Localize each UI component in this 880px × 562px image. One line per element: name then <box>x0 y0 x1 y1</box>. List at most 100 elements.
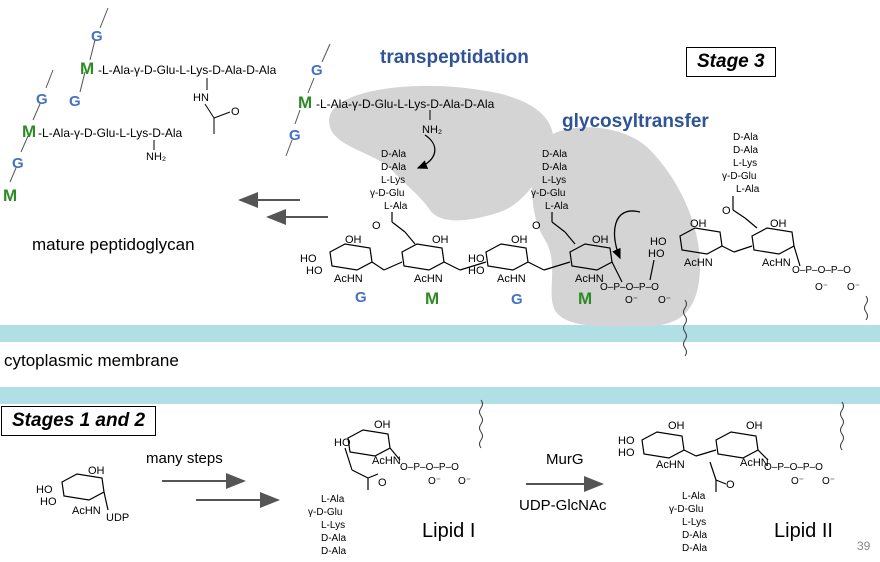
lipid-anchor-2 <box>864 295 868 321</box>
svg-text:O⁻: O⁻ <box>428 476 441 487</box>
svg-text:AcHN: AcHN <box>334 273 363 285</box>
svg-text:O–P–O–P–O: O–P–O–P–O <box>600 282 659 293</box>
svg-text:L-Ala: L-Ala <box>682 491 706 502</box>
svg-text:OH: OH <box>88 465 105 477</box>
svg-text:HO: HO <box>334 437 351 449</box>
transpeptidation-label: transpeptidation <box>380 47 529 68</box>
crosslink-left-peptide: -L-Ala-γ-D-Glu-L-Lys-D-Ala <box>38 126 183 140</box>
lipid-i-peptide: L-Ala γ-D-Glu L-Lys D-Ala D-Ala <box>308 494 346 557</box>
svg-text:γ-D-Glu: γ-D-Glu <box>308 507 342 518</box>
svg-text:γ-D-Glu: γ-D-Glu <box>669 504 703 515</box>
svg-text:γ-D-Glu: γ-D-Glu <box>370 188 404 199</box>
svg-text:O: O <box>726 479 735 491</box>
pentapeptide-stack-1: D-Ala D-Ala L-Lys γ-D-Glu L-Ala <box>370 149 408 212</box>
chain-M-2: M <box>578 289 592 308</box>
lipid-ii-anchor <box>840 401 844 451</box>
svg-text:D-Ala: D-Ala <box>321 546 346 557</box>
svg-text:HO: HO <box>306 265 323 277</box>
svg-text:HO: HO <box>650 236 667 248</box>
svg-text:HO: HO <box>618 447 635 459</box>
svg-text:γ-D-Glu: γ-D-Glu <box>722 171 756 182</box>
strand3-G-top: G <box>311 62 323 79</box>
svg-text:OH: OH <box>690 218 707 230</box>
pentapeptide-stack-2: D-Ala D-Ala L-Lys γ-D-Glu L-Ala <box>531 149 569 212</box>
glycan-chain-rings <box>329 196 801 283</box>
lipid-anchor-1 <box>683 299 687 357</box>
svg-text:AcHN: AcHN <box>497 273 526 285</box>
svg-text:L-Lys: L-Lys <box>381 175 405 186</box>
svg-text:HO: HO <box>300 253 317 265</box>
stage3-title-box: Stage 3 <box>686 47 776 77</box>
page-number: 39 <box>857 539 871 553</box>
udp-glcnac-label: UDP-GlcNAc <box>519 497 607 514</box>
strand3-G-bottom: G <box>289 127 301 144</box>
svg-text:HO: HO <box>648 248 665 260</box>
mature-peptidoglycan-label: mature peptidoglycan <box>32 235 195 254</box>
strand3-M: M <box>298 93 312 112</box>
svg-text:O⁻: O⁻ <box>822 476 835 487</box>
chain-G-1: G <box>355 289 367 306</box>
svg-text:O: O <box>372 220 381 232</box>
membrane-inner-band <box>0 387 880 404</box>
svg-text:D-Ala: D-Ala <box>542 162 567 173</box>
chain-atom-labels: HO HO OH AcHN OH AcHN HO HO OH AcHN OH A… <box>300 205 860 306</box>
svg-text:L-Ala: L-Ala <box>384 201 408 212</box>
svg-text:O–P–O–P–O: O–P–O–P–O <box>792 265 851 276</box>
strand2-M: M <box>22 122 36 141</box>
svg-text:AcHN: AcHN <box>414 273 443 285</box>
transpeptidase-enzyme-blob <box>329 85 554 221</box>
svg-text:HO: HO <box>40 496 57 508</box>
glycosyltransferase-enzyme-blob <box>532 127 700 327</box>
svg-text:L-Ala: L-Ala <box>545 201 569 212</box>
svg-text:γ-D-Glu: γ-D-Glu <box>531 188 565 199</box>
many-steps-label: many steps <box>146 450 223 467</box>
stage12-rings <box>61 429 769 511</box>
strand1-G-bottom: G <box>69 93 81 110</box>
svg-text:D-Ala: D-Ala <box>733 145 758 156</box>
svg-text:O⁻: O⁻ <box>658 295 671 306</box>
svg-text:D-Ala: D-Ala <box>682 543 707 554</box>
crosslink-o: O <box>231 106 240 118</box>
svg-text:AcHN: AcHN <box>72 505 101 517</box>
svg-text:OH: OH <box>374 419 391 431</box>
svg-text:D-Ala: D-Ala <box>381 162 406 173</box>
chain-M-1: M <box>425 289 439 308</box>
svg-text:O: O <box>378 477 387 489</box>
svg-text:L-Lys: L-Lys <box>542 175 566 186</box>
strand2-M-bottom: M <box>3 186 17 205</box>
strand2-G-middle: G <box>12 155 24 172</box>
svg-text:O⁻: O⁻ <box>847 282 860 293</box>
svg-text:AcHN: AcHN <box>575 273 604 285</box>
svg-text:OH: OH <box>592 234 609 246</box>
svg-text:OH: OH <box>511 234 528 246</box>
svg-text:O: O <box>722 205 731 217</box>
svg-text:AcHN: AcHN <box>762 257 791 269</box>
svg-text:O: O <box>532 220 541 232</box>
lipid-i-label: Lipid I <box>422 520 476 542</box>
svg-text:OH: OH <box>770 218 787 230</box>
svg-text:OH: OH <box>668 420 685 432</box>
svg-text:UDP: UDP <box>106 512 129 524</box>
svg-text:O⁻: O⁻ <box>791 476 804 487</box>
crosslink-top-peptide: -L-Ala-γ-D-Glu-L-Lys-D-Ala-D-Ala <box>98 63 277 77</box>
left-nh2: NH₂ <box>146 151 166 163</box>
svg-text:O⁻: O⁻ <box>815 282 828 293</box>
cytoplasmic-membrane-label: cytoplasmic membrane <box>4 351 179 370</box>
svg-text:L-Lys: L-Lys <box>733 158 757 169</box>
stage12-atom-labels: OH HO HO AcHN UDP OH HO AcHN O O–P–O–P–O… <box>36 419 835 524</box>
lipid-i-anchor <box>479 399 483 449</box>
svg-text:HO: HO <box>618 435 635 447</box>
svg-text:L-Lys: L-Lys <box>682 517 706 528</box>
svg-text:D-Ala: D-Ala <box>321 533 346 544</box>
svg-text:OH: OH <box>345 234 362 246</box>
svg-text:OH: OH <box>432 234 449 246</box>
svg-text:HO: HO <box>36 484 53 496</box>
svg-text:L-Lys: L-Lys <box>321 520 345 531</box>
stages12-title-box: Stages 1 and 2 <box>1 406 157 436</box>
strand1-G-top: G <box>91 28 103 45</box>
glycosyltransfer-label: glycosyltransfer <box>562 111 709 132</box>
mid-nh2: NH₂ <box>422 124 442 136</box>
crosslink-hn: HN <box>193 92 209 104</box>
chain-G-2: G <box>511 291 523 308</box>
